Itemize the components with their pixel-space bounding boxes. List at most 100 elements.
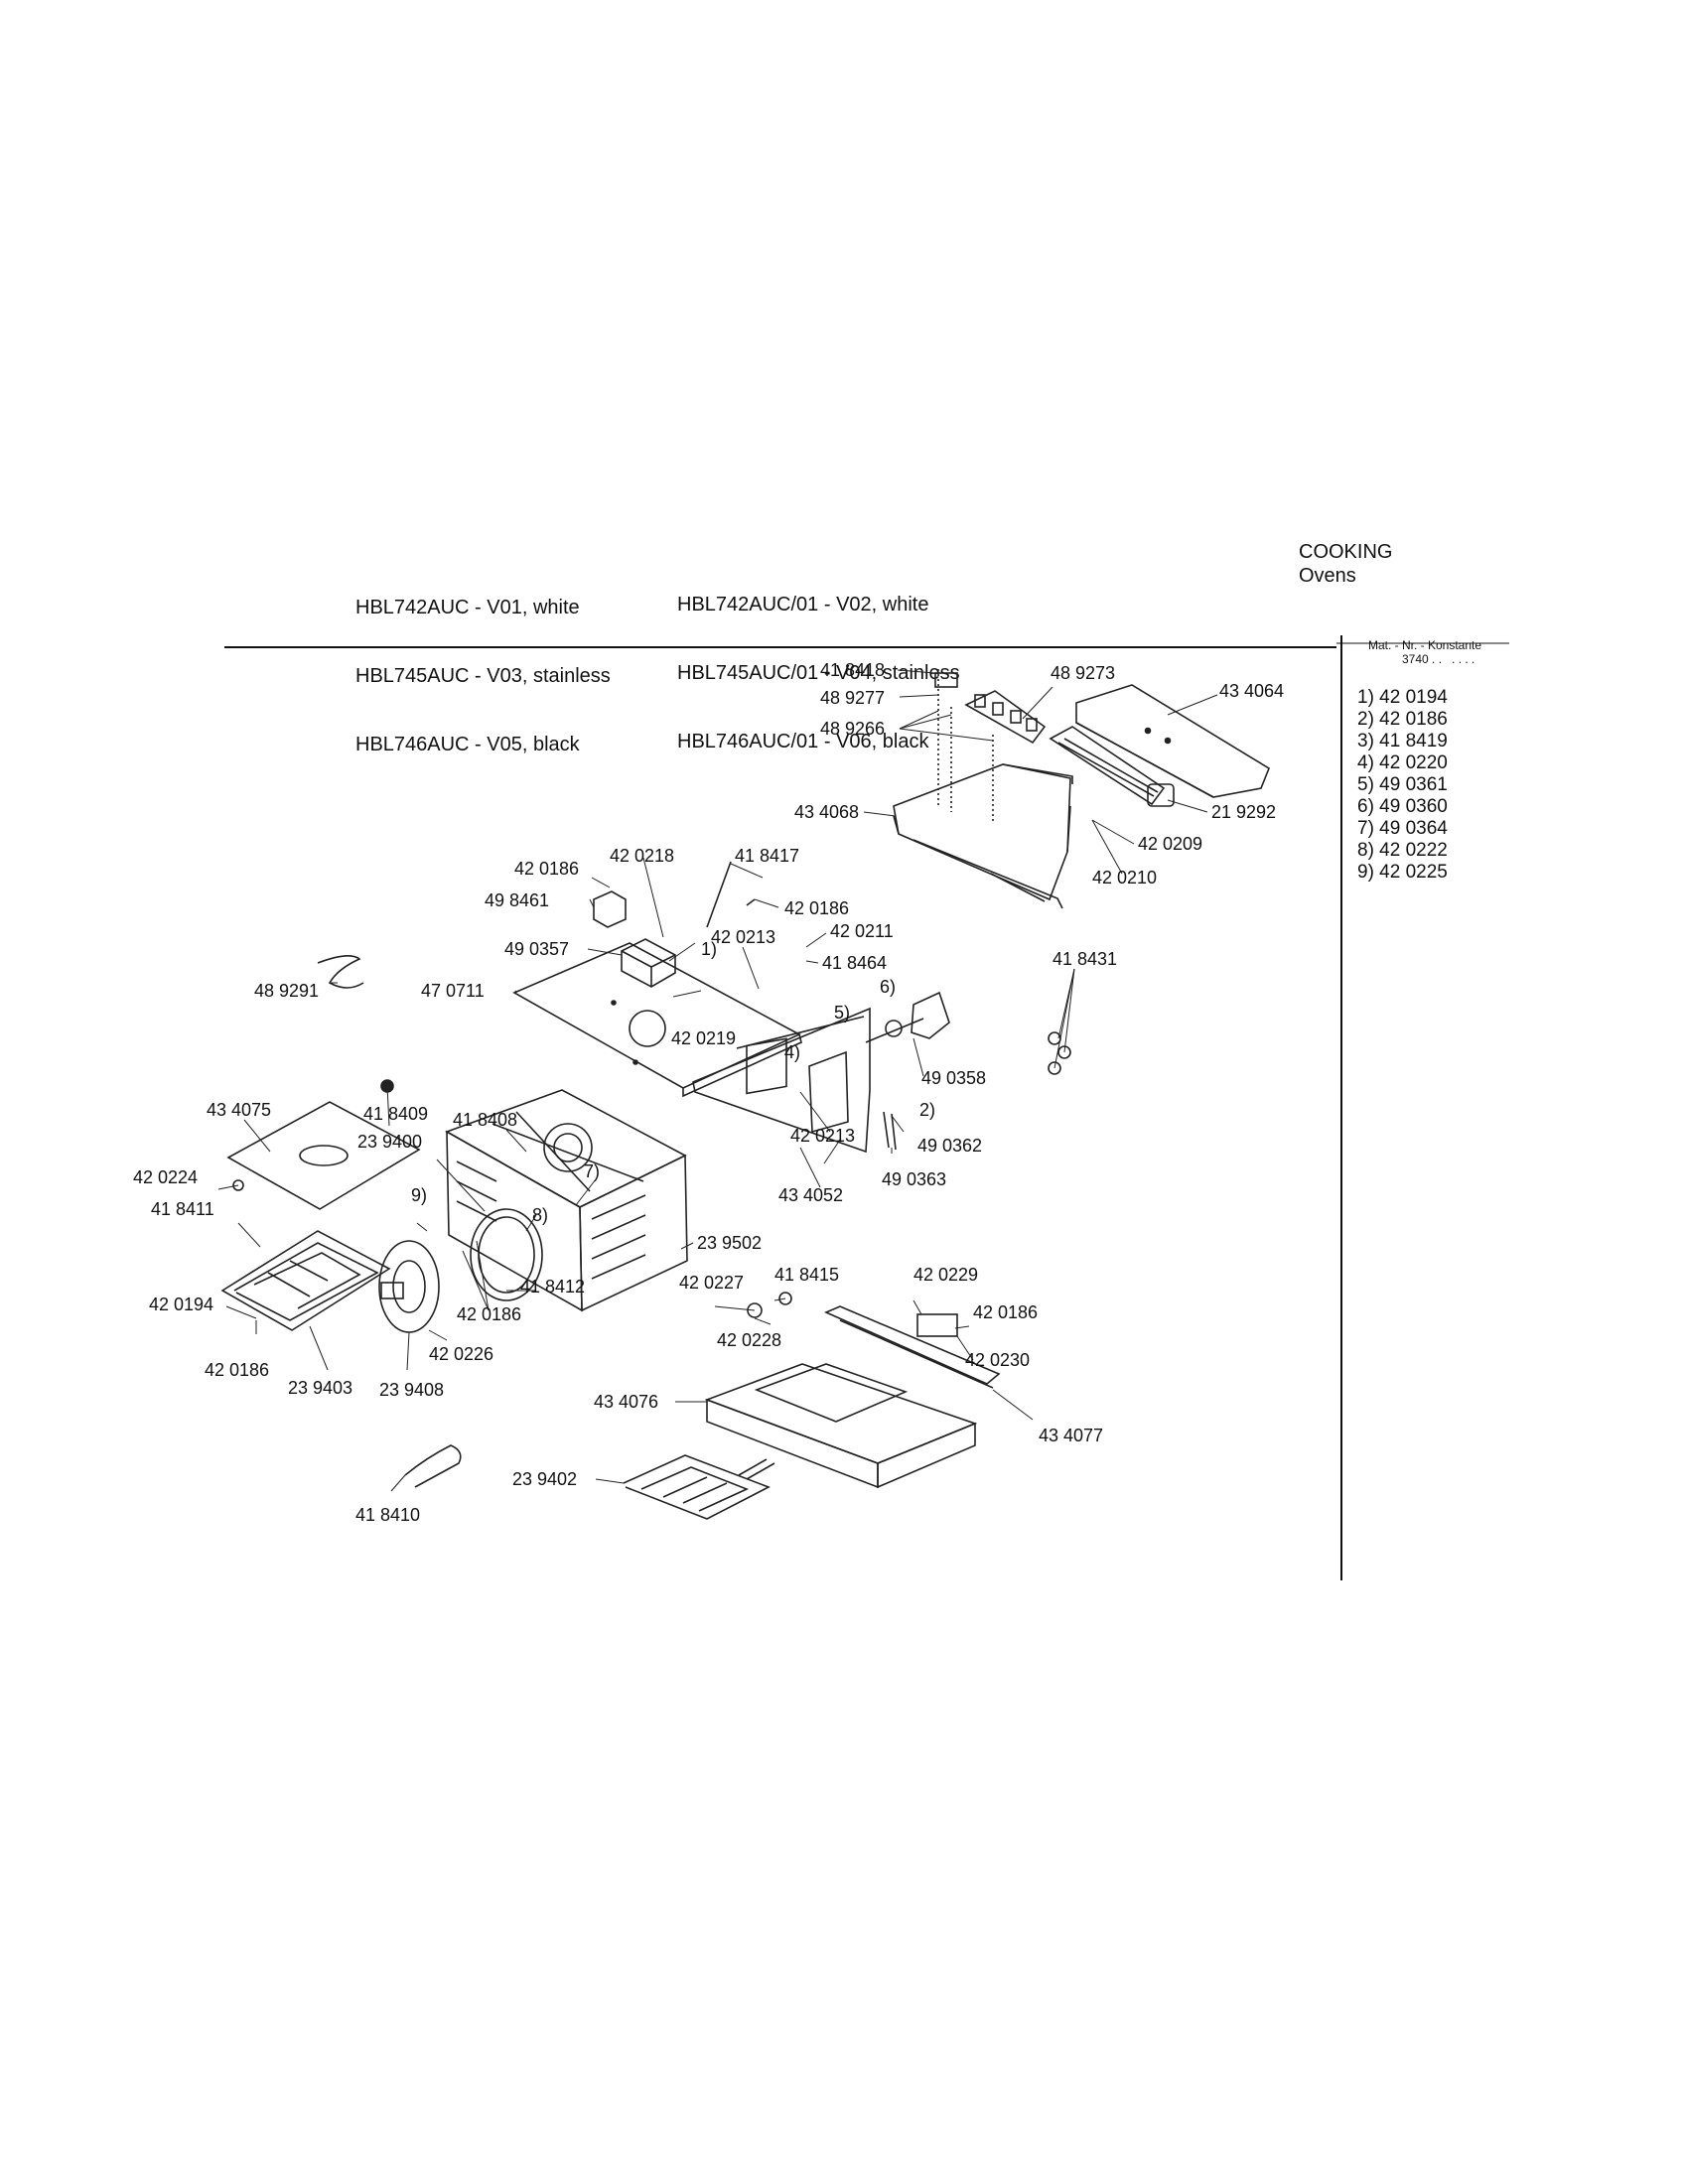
part-label: 42 0186 — [457, 1304, 521, 1324]
part-label: 42 0211 — [830, 921, 894, 941]
convection-fan-cover — [378, 1240, 440, 1333]
part-label: 42 0213 — [790, 1126, 855, 1146]
model-line: HBL745AUC - V03, stainless — [355, 665, 611, 687]
part-label: 41 8408 — [453, 1110, 517, 1130]
konstante-list: 1) 42 0194 2) 42 0186 3) 41 8419 4) 42 0… — [1357, 687, 1448, 884]
part-label: 41 8431 — [1052, 949, 1117, 969]
tangential-fan — [1049, 726, 1175, 807]
fan-motor — [865, 991, 950, 1043]
part-label: 47 0711 — [421, 981, 485, 1001]
part-label: 41 8418 — [820, 660, 885, 680]
mounting-bracket — [808, 1050, 849, 1134]
part-label: 23 9403 — [288, 1378, 352, 1398]
model-list-left: HBL742AUC - V01, white HBL745AUC - V03, … — [355, 551, 611, 779]
bake-element — [623, 1454, 775, 1520]
part-label: 49 0357 — [504, 939, 569, 959]
part-label: 42 0218 — [610, 846, 674, 866]
part-label: 21 9292 — [1211, 802, 1276, 822]
part-label: 42 0228 — [717, 1330, 781, 1350]
part-label: 48 9277 — [820, 688, 885, 708]
konstante-item: 6) 49 0360 — [1357, 796, 1448, 817]
part-label: 41 8411 — [151, 1199, 214, 1219]
konstante-heading: Mat. - Nr. - Konstante 3740 . . . . . . — [1368, 638, 1481, 666]
category-title: COOKING — [1299, 541, 1393, 563]
part-label: 5) — [834, 1003, 850, 1023]
part-label: 2) — [919, 1100, 935, 1120]
control-cover — [1075, 684, 1270, 798]
konstante-item: 4) 42 0220 — [1357, 752, 1448, 773]
part-label: 41 8412 — [520, 1277, 585, 1297]
part-label: 42 0194 — [149, 1295, 213, 1314]
part-label: 42 0209 — [1138, 834, 1202, 854]
sensor-cable — [404, 1444, 462, 1488]
part-label: 43 4077 — [1039, 1426, 1103, 1445]
part-label: 49 0362 — [917, 1136, 982, 1156]
rear-panel — [692, 1007, 871, 1154]
part-label: 23 9402 — [512, 1469, 577, 1489]
model-line: HBL745AUC/01 - V04, stainless — [677, 662, 960, 684]
part-label: 43 4068 — [794, 802, 859, 822]
part-label: 9) — [411, 1185, 427, 1205]
part-label: 42 0224 — [133, 1167, 198, 1187]
terminal-block — [964, 690, 1047, 745]
part-label: 43 4052 — [778, 1185, 843, 1205]
model-line: HBL742AUC - V01, white — [355, 597, 580, 618]
part-label: 1) — [701, 939, 717, 959]
part-label: 42 0219 — [671, 1028, 736, 1048]
part-label: 41 8409 — [363, 1104, 428, 1124]
model-line: HBL746AUC - V05, black — [355, 734, 580, 755]
part-label: 49 0363 — [882, 1169, 946, 1189]
part-label: 49 8461 — [485, 890, 549, 910]
konstante-item: 7) 49 0364 — [1357, 818, 1448, 839]
category-block: COOKING Ovens — [1299, 540, 1392, 588]
sensor-rod — [706, 861, 732, 928]
bottom-tray — [704, 1363, 978, 1489]
part-label: 23 9408 — [379, 1380, 444, 1400]
part-labels: 41 8418 48 9273 43 4064 48 9277 48 9266 … — [133, 660, 1284, 1525]
part-label: 6) — [880, 977, 896, 997]
slide-rail — [824, 1305, 1001, 1389]
part-label: 41 8410 — [355, 1505, 420, 1525]
part-label: 7) — [584, 1161, 600, 1181]
part-label: 41 8415 — [774, 1265, 839, 1285]
part-label: 48 9273 — [1051, 663, 1115, 683]
konstante-item: 9) 42 0225 — [1357, 862, 1448, 883]
bracket — [934, 672, 958, 688]
konstante-item: 1) 42 0194 — [1357, 687, 1448, 708]
control-panel-tray — [893, 763, 1073, 909]
oven-cavity — [445, 1089, 688, 1312]
category-subtitle: Ovens — [1299, 565, 1356, 587]
konstante-item: 3) 41 8419 — [1357, 731, 1448, 751]
part-label: 43 4075 — [207, 1100, 271, 1120]
model-list-right: HBL742AUC/01 - V02, white HBL745AUC/01 -… — [677, 548, 960, 776]
part-label: 41 8417 — [735, 846, 799, 866]
part-label: 43 4076 — [594, 1392, 658, 1412]
part-label: 42 0186 — [205, 1360, 269, 1380]
part-label: 42 0229 — [913, 1265, 978, 1285]
door-gasket — [470, 1208, 543, 1301]
part-label: 42 0186 — [973, 1302, 1038, 1322]
insulation-mat — [226, 1101, 421, 1210]
wire-harness — [317, 955, 364, 989]
part-label: 42 0210 — [1092, 868, 1157, 887]
part-label: 42 0230 — [965, 1350, 1030, 1370]
part-label: 42 0213 — [711, 927, 775, 947]
part-label: 41 8464 — [822, 953, 887, 973]
part-label: 49 0358 — [921, 1068, 986, 1088]
part-label: 48 9291 — [254, 981, 319, 1001]
part-label: 42 0186 — [784, 898, 849, 918]
leader-lines — [217, 669, 1218, 1492]
transformer — [593, 890, 627, 928]
part-label: 42 0186 — [514, 859, 579, 879]
part-label: 42 0226 — [429, 1344, 493, 1364]
relay-box — [621, 938, 676, 988]
part-label: 23 9400 — [357, 1132, 422, 1152]
broil-element — [220, 1230, 391, 1331]
part-label: 23 9502 — [697, 1233, 762, 1253]
konstante-code: 3740 . . . . . . — [1402, 652, 1475, 666]
konstante-title: Mat. - Nr. - Konstante — [1368, 638, 1482, 652]
bracket-rod — [883, 1111, 890, 1149]
part-label: 48 9266 — [820, 719, 885, 739]
konstante-item: 2) 42 0186 — [1357, 709, 1448, 730]
